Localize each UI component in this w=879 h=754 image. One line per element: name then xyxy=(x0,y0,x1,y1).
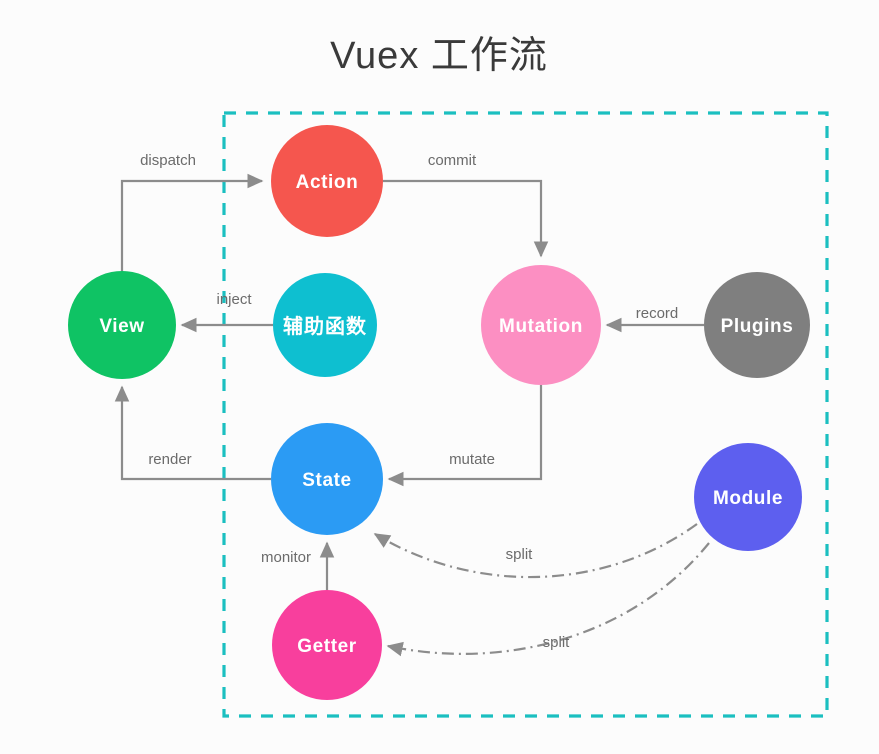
mutate-arrow-line xyxy=(387,385,543,487)
node-state[interactable]: State xyxy=(271,423,383,535)
module-label: Module xyxy=(713,488,783,509)
node-mutation[interactable]: Mutation xyxy=(481,265,601,385)
node-module[interactable]: Module xyxy=(694,443,802,551)
commit-arrow-line xyxy=(383,179,549,258)
action-circle[interactable] xyxy=(271,125,383,237)
edge-inject: inject xyxy=(180,291,273,333)
module-circle[interactable] xyxy=(694,443,802,551)
page-title: Vuex 工作流 xyxy=(330,35,548,77)
edge-label-split-state: split xyxy=(506,546,534,563)
edge-render: render xyxy=(114,385,271,481)
edge-mutate: mutate xyxy=(387,385,543,487)
edge-label-record: record xyxy=(636,305,679,322)
edge-label-commit: commit xyxy=(428,152,477,169)
edge-label-mutate: mutate xyxy=(449,451,495,468)
plugins-label: Plugins xyxy=(721,316,794,337)
render-arrow-line xyxy=(114,385,271,481)
action-label: Action xyxy=(296,172,359,193)
view-circle[interactable] xyxy=(68,271,176,379)
helper-functions-circle[interactable] xyxy=(273,273,377,377)
edge-record: record xyxy=(605,305,704,333)
vuex-store-boundary xyxy=(222,111,829,718)
mutation-circle[interactable] xyxy=(481,265,601,385)
plugins-circle[interactable] xyxy=(704,272,810,378)
edge-label-render: render xyxy=(148,451,191,468)
edge-monitor: monitor xyxy=(261,541,335,590)
edge-commit: commit xyxy=(383,152,549,258)
state-label: State xyxy=(302,470,351,491)
edge-split-getter: split xyxy=(386,542,710,657)
edge-label-dispatch: dispatch xyxy=(140,152,196,169)
edge-label-monitor: monitor xyxy=(261,549,311,566)
node-action[interactable]: Action xyxy=(271,125,383,237)
node-helper-functions[interactable]: 辅助函数 xyxy=(273,273,377,377)
node-getter[interactable]: Getter xyxy=(272,590,382,700)
state-circle[interactable] xyxy=(271,423,383,535)
dispatch-arrow-line xyxy=(120,173,264,271)
helper-functions-label: 辅助函数 xyxy=(283,314,367,338)
edge-split-state: split xyxy=(373,523,698,579)
getter-circle[interactable] xyxy=(272,590,382,700)
edge-dispatch: dispatch xyxy=(120,152,264,271)
edge-label-split-getter: split xyxy=(543,634,571,651)
getter-label: Getter xyxy=(297,636,357,657)
edge-label-inject: inject xyxy=(216,291,252,308)
node-plugins[interactable]: Plugins xyxy=(704,272,810,378)
mutation-label: Mutation xyxy=(499,316,583,337)
split-state-arrow-line xyxy=(373,523,698,579)
split-getter-arrow-line xyxy=(386,542,710,657)
node-view[interactable]: View xyxy=(68,271,176,379)
view-label: View xyxy=(99,316,144,337)
